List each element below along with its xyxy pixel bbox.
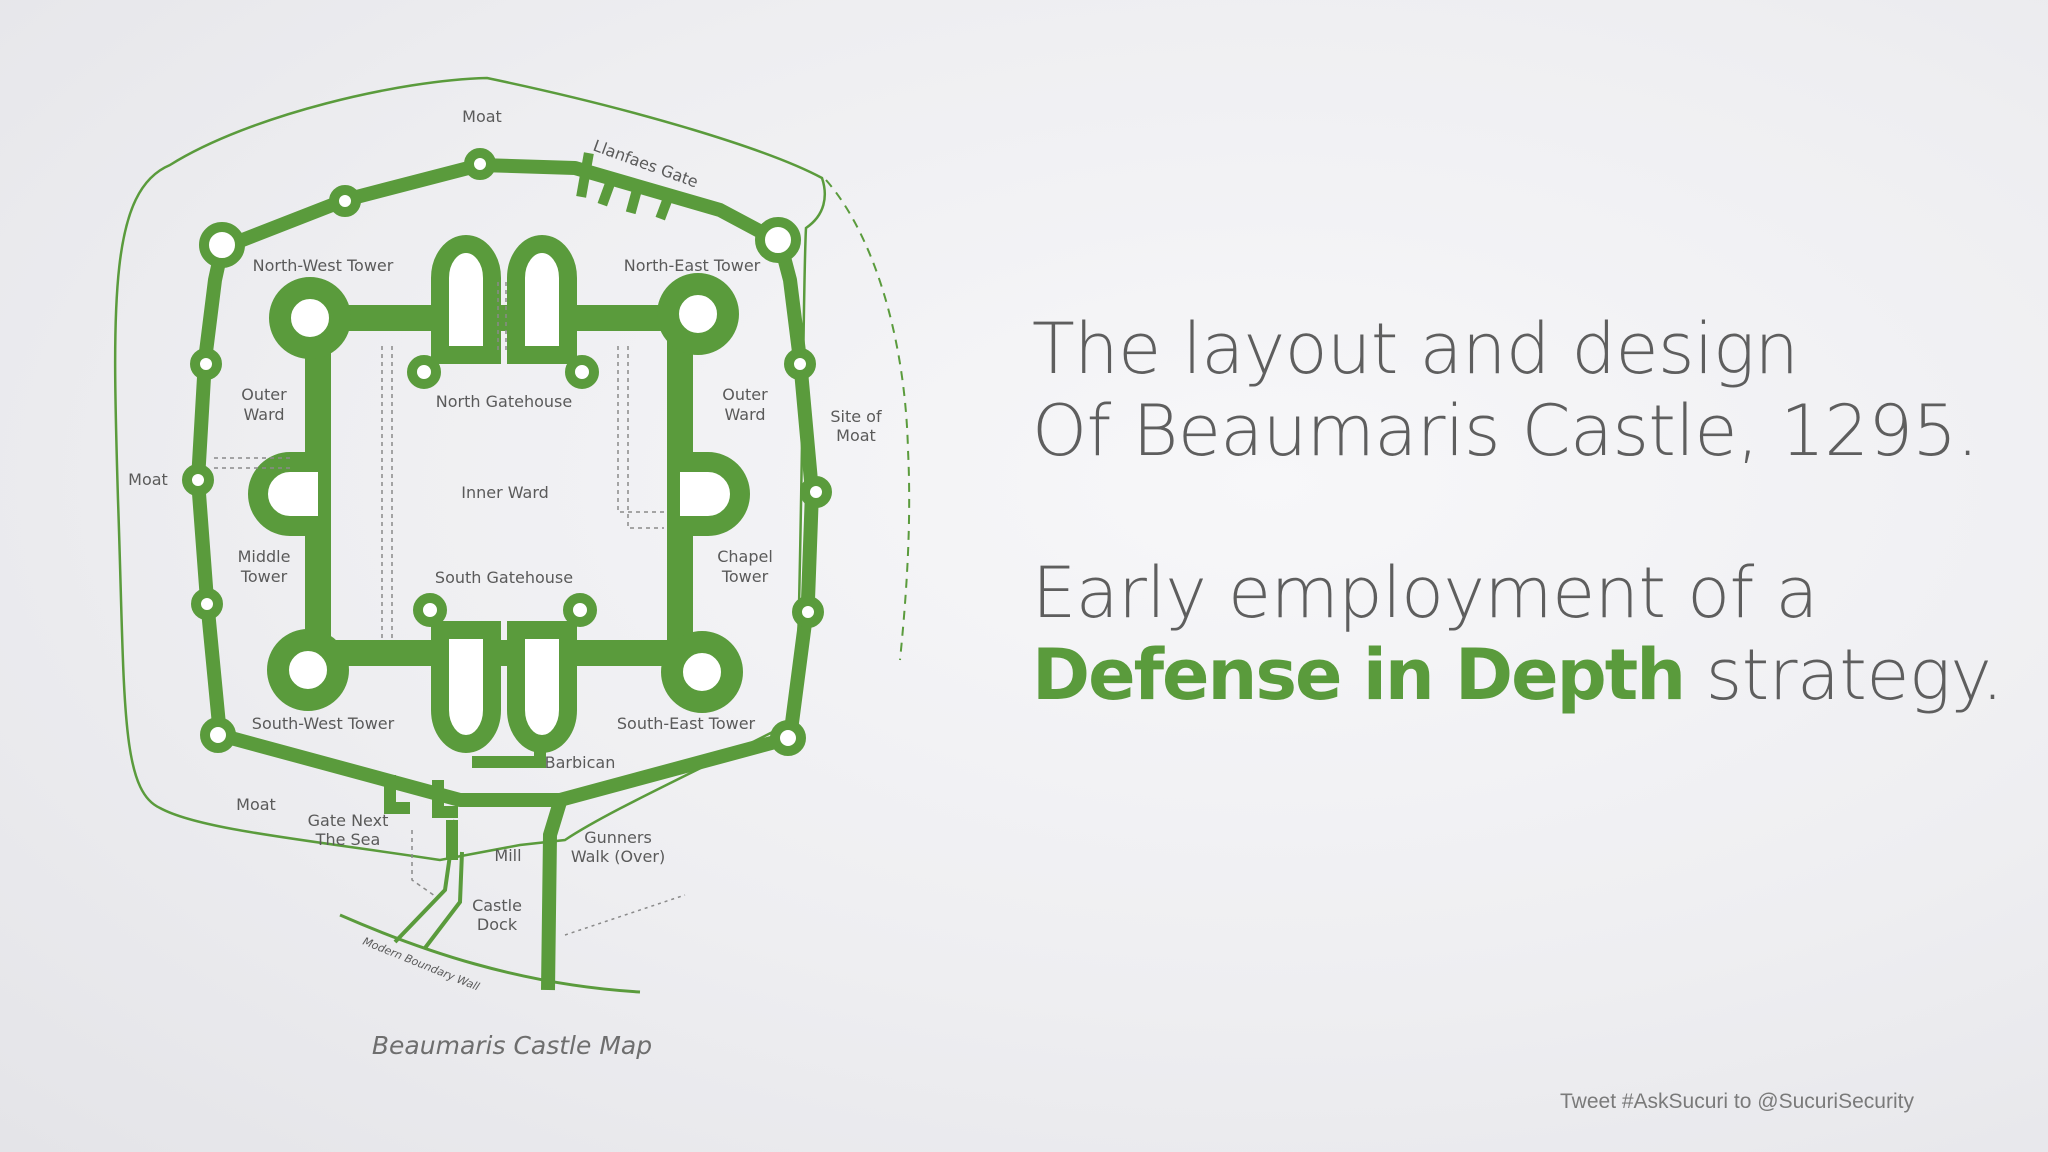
headline-line-4-rest: strategy. — [1684, 634, 2004, 716]
headline-line-4: Defense in Depth strategy. — [1032, 634, 2032, 716]
label-north-west-tower: North-West Tower — [253, 256, 394, 275]
inner-passages — [214, 282, 664, 640]
inner-corner-towers — [267, 273, 743, 713]
castle-dock — [393, 819, 464, 950]
modern-boundary-wall — [339, 913, 641, 994]
map-caption: Beaumaris Castle Map — [371, 1031, 653, 1060]
label-gate-next-sea-2: The Sea — [315, 830, 381, 849]
headline-line-1: The layout and design — [1032, 308, 1799, 390]
label-middle-tower-2: Tower — [240, 567, 288, 586]
label-moat-bottom: Moat — [236, 795, 276, 814]
moat-outline — [113, 76, 826, 862]
label-castle-dock-1: Castle — [472, 896, 522, 915]
llanfaes-gate — [576, 152, 675, 221]
label-gunners-walk-2: Walk (Over) — [571, 847, 665, 866]
headline-line-3: Early employment of a — [1032, 552, 1818, 634]
label-site-of-moat-1: Site of — [830, 407, 882, 426]
headline-line-2: Of Beaumaris Castle, 1295. — [1032, 390, 1979, 472]
label-south-east-tower: South-East Tower — [617, 714, 756, 733]
north-gatehouse — [431, 235, 577, 364]
barbican-wall — [472, 750, 546, 768]
label-gunners-walk-1: Gunners — [584, 828, 652, 847]
label-barbican: Barbican — [545, 753, 616, 772]
label-mill: Mill — [494, 846, 521, 865]
label-outer-ward-right-1: Outer — [722, 385, 768, 404]
south-gatehouse — [431, 621, 577, 753]
label-moat-top: Moat — [462, 107, 502, 126]
label-chapel-tower-1: Chapel — [717, 547, 773, 566]
label-outer-ward-left-2: Ward — [243, 405, 284, 424]
defense-in-depth-emphasis: Defense in Depth — [1032, 634, 1686, 716]
label-middle-tower-1: Middle — [238, 547, 291, 566]
middle-tower — [248, 452, 318, 536]
label-castle-dock-2: Dock — [477, 915, 518, 934]
label-north-gatehouse: North Gatehouse — [436, 392, 572, 411]
chapel-tower — [680, 452, 750, 536]
castle-map: Moat Llanfaes Gate North-West Tower Nort… — [113, 76, 911, 994]
label-moat-left: Moat — [128, 470, 168, 489]
footer-tweet: Tweet #AskSucuri to @SucuriSecurity — [1560, 1090, 1914, 1113]
site-of-moat-line — [825, 179, 911, 661]
label-site-of-moat-2: Moat — [836, 426, 876, 445]
label-outer-ward-left-1: Outer — [241, 385, 287, 404]
label-south-gatehouse: South Gatehouse — [435, 568, 573, 587]
label-inner-ward: Inner Ward — [461, 483, 549, 502]
gunners-walk — [541, 799, 567, 991]
label-outer-ward-right-2: Ward — [724, 405, 765, 424]
outer-turrets — [182, 148, 832, 756]
label-chapel-tower-2: Tower — [721, 567, 769, 586]
label-gate-next-sea-1: Gate Next — [308, 811, 389, 830]
label-north-east-tower: North-East Tower — [624, 256, 761, 275]
label-modern-boundary-wall: Modern Boundary Wall — [361, 935, 481, 994]
label-south-west-tower: South-West Tower — [252, 714, 395, 733]
